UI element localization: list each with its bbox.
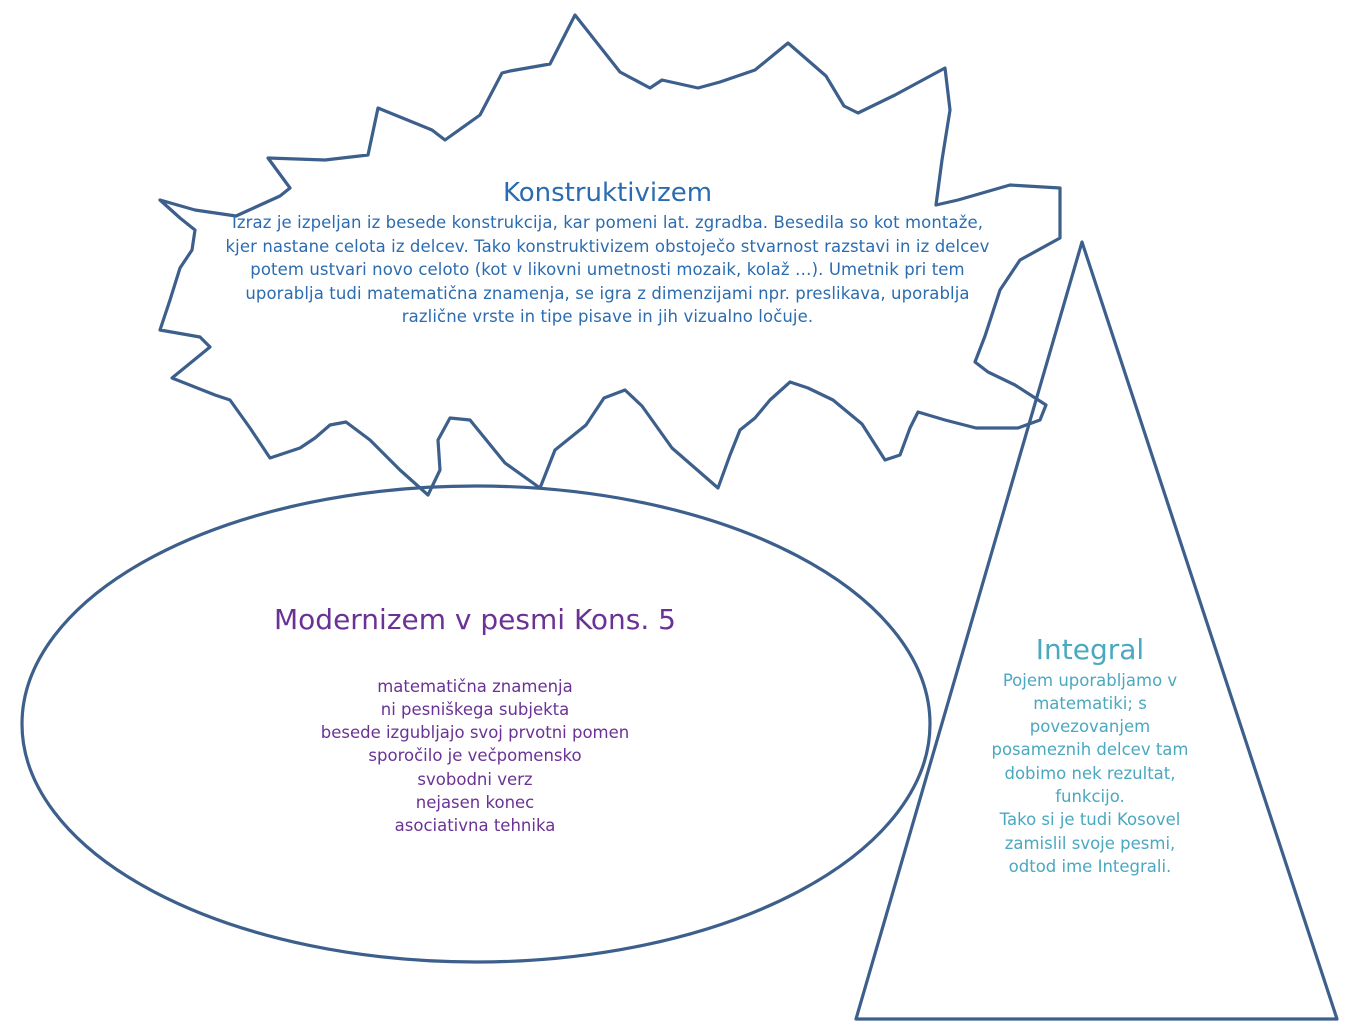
modernism-text-block: Modernizem v pesmi Kons. 5 matematična z… (130, 603, 820, 838)
constructivism-line: različne vrste in tipe pisave in jih viz… (401, 307, 814, 327)
integral-line: Tako si je tudi Kosovel (999, 810, 1181, 830)
modernism-title: Modernizem v pesmi Kons. 5 (274, 603, 676, 636)
modernism-item: nejasen konec (415, 793, 535, 813)
integral-line: zamislil svoje pesmi, (1004, 833, 1176, 853)
integral-line: matematiki; s (1033, 693, 1147, 713)
constructivism-cloud (158, 13, 1062, 497)
constructivism-title: Konstruktivizem (502, 178, 713, 208)
modernism-ellipse (20, 484, 932, 964)
constructivism-text-block: Konstruktivizem Izraz je izpeljan iz bes… (200, 178, 1015, 329)
constructivism-line: kjer nastane celota iz delcev. Tako kons… (225, 236, 990, 256)
modernism-item: ni pesniškega subjekta (380, 699, 570, 719)
integral-line: posameznih delcev tam (991, 740, 1189, 760)
constructivism-line: potem ustvari novo celoto (kot v likovni… (250, 260, 965, 280)
modernism-item: svobodni verz (417, 769, 533, 789)
integral-title: Integral (1035, 633, 1145, 666)
integral-line: odtod ime Integrali. (1008, 856, 1172, 876)
integral-line: dobimo nek rezultat, (1004, 763, 1176, 783)
constructivism-line: uporablja tudi matematična znamenja, se … (245, 283, 970, 303)
modernism-item: besede izgubljajo svoj prvotni pomen (320, 723, 630, 743)
modernism-item: matematična znamenja (377, 676, 573, 696)
integral-line: povezovanjem (1029, 717, 1151, 737)
integral-text-block: Integral Pojem uporabljamo v matematiki;… (965, 633, 1215, 878)
integral-line: funkcijo. (1055, 787, 1125, 807)
constructivism-line: Izraz je izpeljan iz besede konstrukcija… (231, 213, 984, 233)
modernism-item: sporočilo je večpomensko (368, 746, 582, 766)
modernism-item: asociativna tehnika (394, 816, 556, 836)
integral-line: Pojem uporabljamo v (1002, 670, 1178, 690)
integral-triangle (854, 240, 1339, 1021)
